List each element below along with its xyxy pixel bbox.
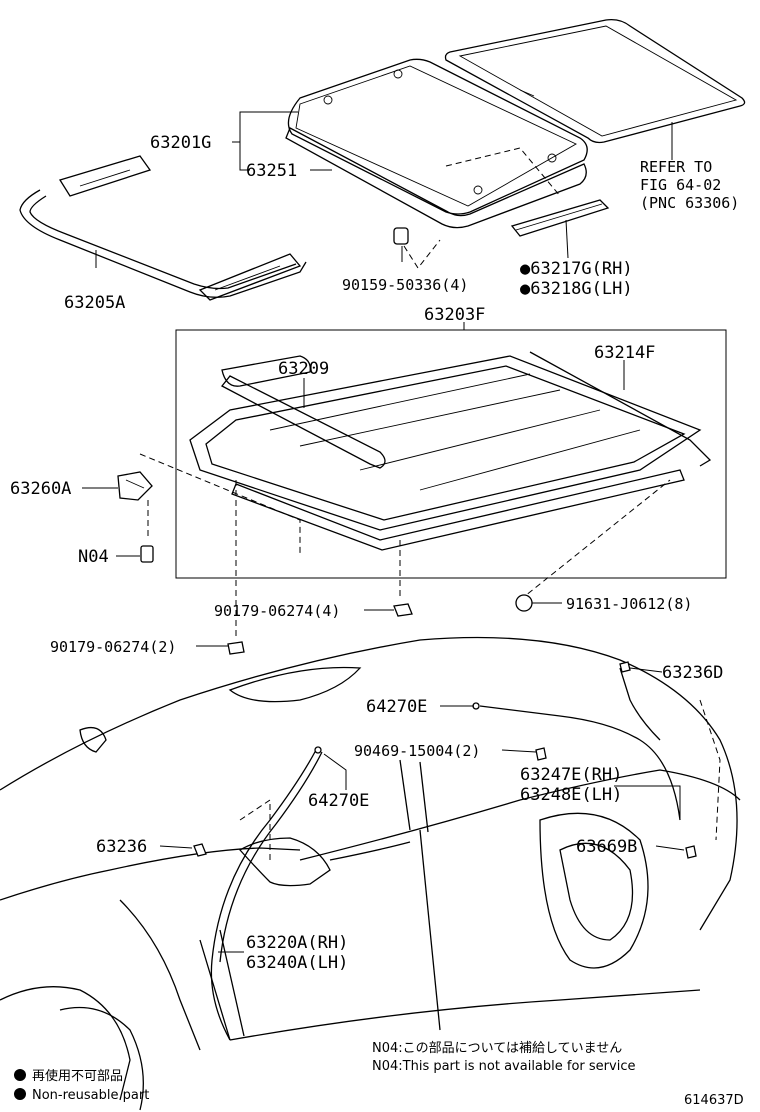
label-90159: 90159-50336(4) bbox=[342, 276, 468, 294]
label-63214F: 63214F bbox=[594, 343, 655, 363]
figure-code: 614637D bbox=[684, 1093, 744, 1108]
leader-lines bbox=[82, 111, 685, 953]
sunroof-housing-frame bbox=[189, 351, 712, 551]
note-n04-en: N04:This part is not available for servi… bbox=[372, 1059, 635, 1074]
sunshade-reference bbox=[444, 18, 746, 144]
label-N04: N04 bbox=[78, 547, 109, 567]
housing-assembly-box bbox=[175, 329, 727, 579]
clip-91631 bbox=[515, 594, 533, 612]
glass-weatherstrip bbox=[285, 127, 587, 229]
legend-jp: 再使用不可部品 bbox=[32, 1068, 123, 1084]
label-refer-fig: FIG 64-02 bbox=[640, 176, 721, 194]
legend-bullet-icon-2 bbox=[14, 1088, 26, 1100]
label-90179-2: 90179-06274(2) bbox=[50, 638, 176, 656]
label-63203F: 63203F bbox=[424, 305, 485, 325]
legend-bullet-icon bbox=[14, 1069, 26, 1081]
label-63248E: 63248E(LH) bbox=[520, 785, 622, 805]
label-63236D: 63236D bbox=[662, 663, 723, 683]
dash-clip-link-2 bbox=[519, 479, 671, 601]
label-63240A: 63240A(LH) bbox=[246, 953, 348, 973]
label-90469: 90469-15004(2) bbox=[354, 742, 480, 760]
label-63217G: ●63217G(RH) bbox=[520, 259, 633, 279]
nut-90179-2 bbox=[227, 641, 245, 655]
nut-90179-4 bbox=[393, 603, 413, 617]
label-63218G: ●63218G(LH) bbox=[520, 279, 633, 299]
sunroof-glass bbox=[287, 58, 588, 215]
label-refer-to: REFER TO bbox=[640, 158, 712, 176]
screw-N04 bbox=[140, 545, 154, 563]
label-63209: 63209 bbox=[278, 359, 329, 379]
legend-en: Non-reusable part bbox=[32, 1088, 149, 1103]
label-63205A: 63205A bbox=[64, 293, 125, 313]
label-64270E-a: 64270E bbox=[366, 697, 427, 717]
label-refer-pnc: (PNC 63306) bbox=[640, 194, 739, 212]
label-91631: 91631-J0612(8) bbox=[566, 595, 692, 613]
bolt-90159 bbox=[393, 227, 441, 269]
label-63220A: 63220A(RH) bbox=[246, 933, 348, 953]
label-63201G: 63201G bbox=[150, 133, 211, 153]
clip-63260A bbox=[117, 471, 153, 501]
drain-tube-frame bbox=[19, 155, 307, 301]
label-63251: 63251 bbox=[246, 161, 297, 181]
label-90179-4: 90179-06274(4) bbox=[214, 602, 340, 620]
side-seal-strip bbox=[510, 199, 610, 237]
dash-clip-link bbox=[139, 453, 301, 556]
label-64270E-b: 64270E bbox=[308, 791, 369, 811]
vehicle-body bbox=[0, 636, 741, 1111]
label-63669B: 63669B bbox=[576, 837, 637, 857]
label-63236: 63236 bbox=[96, 837, 147, 857]
label-63247E: 63247E(RH) bbox=[520, 765, 622, 785]
label-63260A: 63260A bbox=[10, 479, 71, 499]
note-n04-jp: N04:この部品については補給していません bbox=[372, 1041, 622, 1056]
